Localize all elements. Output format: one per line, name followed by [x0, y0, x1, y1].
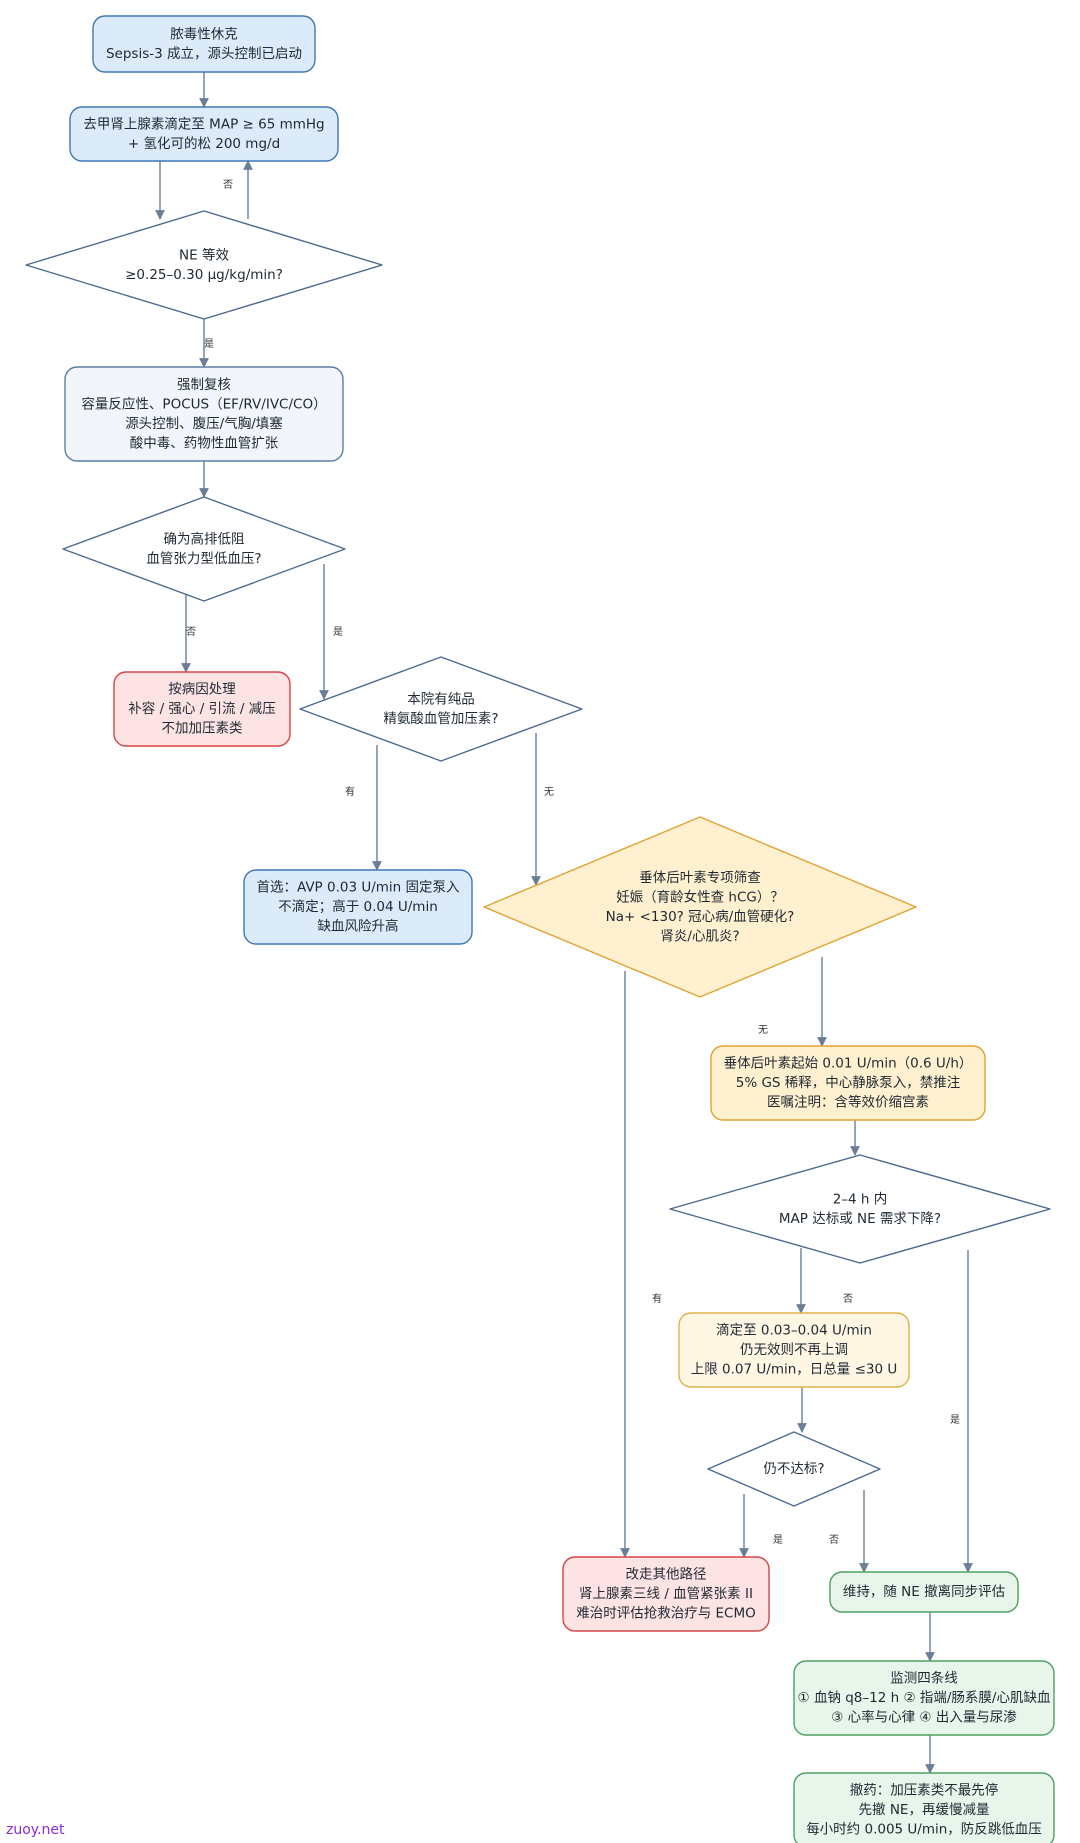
node-text-line: 强制复核	[177, 376, 231, 393]
node-text-line: ① 血钠 q8–12 h ② 指端/肠系膜/心肌缺血	[798, 1690, 1051, 1706]
node-text-line: 仍无效则不再上调	[740, 1342, 848, 1358]
node-text-line: 医嘱注明：含等效价缩宫素	[767, 1094, 929, 1111]
process-box	[243, 869, 473, 945]
node-text-line: 脓毒性休克	[170, 26, 238, 42]
edge-label-yes: 是	[333, 626, 343, 638]
node-text-line: ③ 心率与心律 ④ 出入量与尿渗	[831, 1709, 1017, 1726]
node-text-line: 不加加压素类	[162, 721, 243, 737]
edge-label-none: 无	[758, 1025, 768, 1036]
edge-label-yes: 是	[773, 1534, 783, 1546]
node-text-line: 补容 / 强心 / 引流 / 减压	[128, 700, 275, 717]
process-box	[829, 1571, 1019, 1613]
decision-diamond	[669, 1154, 1051, 1264]
node-text-line: 每小时约 0.005 U/min，防反跳低血压	[806, 1822, 1042, 1838]
node-response-q: 2–4 h 内 MAP 达标或 NE 需求下降?	[669, 1154, 1051, 1264]
decision-diamond	[483, 816, 917, 998]
edge-label-no: 否	[829, 1534, 839, 1546]
node-text-line: 先撤 NE，再缓慢减量	[859, 1801, 990, 1818]
watermark: zuoy.net	[6, 1822, 65, 1838]
node-text-line: Na+ <130? 冠心病/血管硬化?	[606, 909, 795, 925]
node-start: 脓毒性休克 Sepsis-3 成立，源头控制已启动	[92, 15, 316, 73]
node-text-line: 确为高排低阻	[164, 530, 245, 547]
node-text-line: 本院有纯品	[407, 691, 475, 707]
process-box	[793, 1772, 1055, 1843]
process-box	[64, 366, 344, 462]
node-text-line: 监测四条线	[890, 1670, 958, 1687]
edge-label-yes: 是	[950, 1414, 960, 1426]
node-still-fail-q: 仍不达标?	[707, 1431, 881, 1507]
edge-label-no: 否	[186, 626, 196, 638]
node-text-line: 仍不达标?	[763, 1461, 824, 1477]
node-text-line: 去甲肾上腺素滴定至 MAP ≥ 65 mmHg	[83, 115, 324, 132]
edge-label-no: 否	[843, 1293, 853, 1305]
node-ne-dose-q: NE 等效 ≥0.25–0.30 µg/kg/min?	[25, 210, 383, 320]
node-text-line: MAP 达标或 NE 需求下降?	[779, 1211, 941, 1227]
edge-label-no: 否	[223, 179, 233, 191]
process-box	[710, 1045, 986, 1121]
node-text-line: 垂体后叶素起始 0.01 U/min（0.6 U/h）	[724, 1056, 973, 1072]
node-text-line: 精氨酸血管加压素?	[383, 711, 498, 727]
node-text-line: 妊娠（育龄女性查 hCG）？	[616, 888, 784, 905]
node-text-line: 血管张力型低血压?	[146, 551, 261, 567]
node-text-line: 容量反应性、POCUS（EF/RV/IVC/CO）	[81, 395, 326, 412]
node-ne-titrate: 去甲肾上腺素滴定至 MAP ≥ 65 mmHg + 氢化可的松 200 mg/d	[69, 106, 339, 162]
node-text-line: 改走其他路径	[626, 1567, 707, 1583]
node-maintain: 维持，随 NE 撤离同步评估	[829, 1571, 1019, 1613]
decision-diamond	[62, 496, 346, 602]
process-box	[92, 15, 316, 73]
node-text-line: 滴定至 0.03–0.04 U/min	[716, 1322, 872, 1339]
process-box	[113, 671, 291, 747]
node-text-line: 酸中毒、药物性血管扩张	[130, 435, 279, 451]
node-text-line: 撤药：加压素类不最先停	[850, 1782, 999, 1799]
node-text-line: 首选：AVP 0.03 U/min 固定泵入	[256, 880, 460, 896]
decision-diamond	[299, 656, 583, 762]
edge-label-yes: 是	[204, 338, 214, 350]
node-text-line: 维持，随 NE 撤离同步评估	[843, 1583, 1005, 1600]
process-box	[678, 1312, 910, 1388]
node-text-line: 难治时评估抢救治疗与 ECMO	[576, 1605, 756, 1622]
node-pitressin-start: 垂体后叶素起始 0.01 U/min（0.6 U/h） 5% GS 稀释，中心静脉…	[710, 1045, 986, 1121]
decision-diamond	[707, 1431, 881, 1507]
edge-label-has: 有	[345, 785, 355, 798]
edge-label-none: 无	[544, 787, 554, 798]
node-text-line: 垂体后叶素专项筛查	[639, 870, 761, 886]
node-text-line: 肾炎/心肌炎?	[660, 928, 739, 944]
node-text-line: 缺血风险升高	[318, 918, 399, 935]
edge-label-has: 有	[652, 1292, 662, 1305]
node-text-line: 5% GS 稀释，中心静脉泵入，禁推注	[736, 1075, 961, 1091]
node-text-line: 不滴定；高于 0.04 U/min	[278, 898, 438, 915]
node-text-line: NE 等效	[179, 246, 229, 263]
edge-labels-layer: 否是否是有无无有否是是否	[186, 179, 960, 1546]
node-monitor: 监测四条线 ① 血钠 q8–12 h ② 指端/肠系膜/心肌缺血 ③ 心率与心律 ④…	[793, 1660, 1055, 1736]
process-box	[793, 1660, 1055, 1736]
decision-diamond	[25, 210, 383, 320]
process-box	[69, 106, 339, 162]
node-text-line: 肾上腺素三线 / 血管紧张素 II	[579, 1586, 753, 1602]
node-text-line: Sepsis-3 成立，源头控制已启动	[106, 46, 302, 62]
node-text-line: 上限 0.07 U/min，日总量 ≤30 U	[691, 1362, 897, 1378]
node-text-line: 按病因处理	[168, 682, 236, 698]
node-text-line: + 氢化可的松 200 mg/d	[128, 136, 280, 152]
node-text-line: 2–4 h 内	[833, 1191, 888, 1207]
node-text-line: 源头控制、腹压/气胸/填塞	[125, 415, 283, 432]
process-box	[562, 1556, 770, 1632]
node-text-line: ≥0.25–0.30 µg/kg/min?	[125, 267, 283, 283]
